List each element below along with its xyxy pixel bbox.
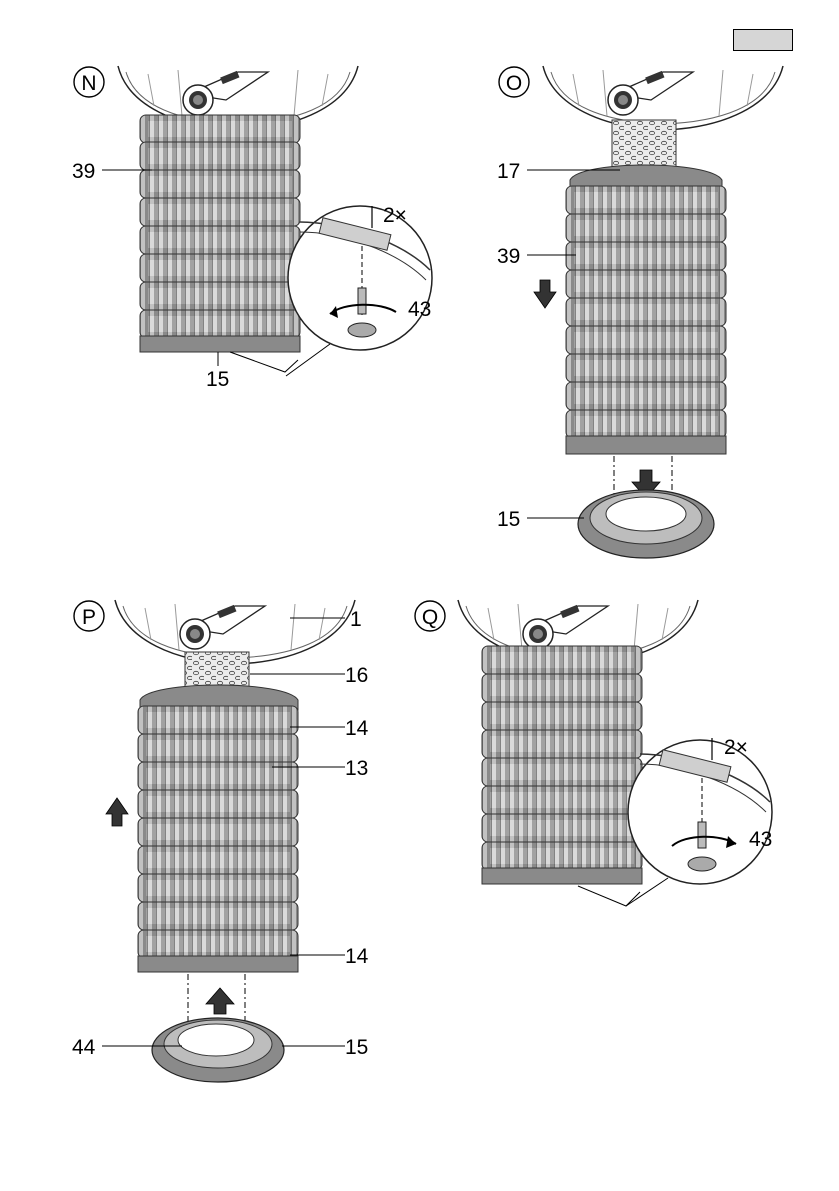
svg-text:O: O	[506, 72, 522, 95]
callout-n-quantity: 2×	[383, 204, 407, 227]
svg-text:15: 15	[497, 508, 520, 531]
panel-q-foam-stack	[482, 646, 642, 884]
svg-text:16: 16	[345, 664, 368, 687]
svg-text:15: 15	[345, 1036, 368, 1059]
svg-text:39: 39	[72, 160, 95, 183]
svg-text:1: 1	[350, 608, 362, 631]
svg-text:13: 13	[345, 757, 368, 780]
callout-n-15: 15	[206, 352, 229, 391]
svg-text:N: N	[81, 72, 96, 95]
svg-text:14: 14	[345, 717, 369, 740]
callout-p-16: 16	[250, 664, 368, 687]
panel-o-foam-stack	[566, 165, 726, 454]
svg-text:14: 14	[345, 945, 369, 968]
svg-text:Q: Q	[422, 606, 438, 629]
panel-p-foam-stack	[138, 685, 298, 972]
callout-n-43: 43	[408, 298, 431, 321]
svg-text:P: P	[82, 606, 96, 629]
svg-text:43: 43	[749, 828, 772, 851]
svg-text:44: 44	[72, 1036, 96, 1059]
callout-o-39: 39	[497, 245, 576, 268]
svg-text:2×: 2×	[724, 736, 748, 759]
svg-text:39: 39	[497, 245, 520, 268]
panel-p-arrow-up	[106, 798, 128, 826]
panel-o-base-ring	[578, 490, 714, 558]
svg-text:2×: 2×	[383, 204, 407, 227]
panel-p-base-ring	[152, 1018, 284, 1082]
step-letter-q: Q	[415, 601, 445, 631]
svg-text:43: 43	[408, 298, 431, 321]
callout-q-43: 43	[749, 828, 772, 851]
step-letter-p: P	[74, 601, 104, 631]
callout-q-quantity: 2×	[724, 736, 748, 759]
callout-p-14-top: 14	[290, 717, 369, 740]
panel-n-foam-stack	[140, 115, 300, 352]
panel-o-arrow-down	[534, 280, 556, 308]
svg-text:15: 15	[206, 368, 229, 391]
step-letter-n: N	[74, 67, 104, 97]
step-letter-o: O	[499, 67, 529, 97]
callout-o-15: 15	[497, 508, 584, 531]
callout-p-14-bottom: 14	[290, 945, 369, 968]
svg-text:17: 17	[497, 160, 520, 183]
callout-p-15: 15	[282, 1036, 368, 1059]
